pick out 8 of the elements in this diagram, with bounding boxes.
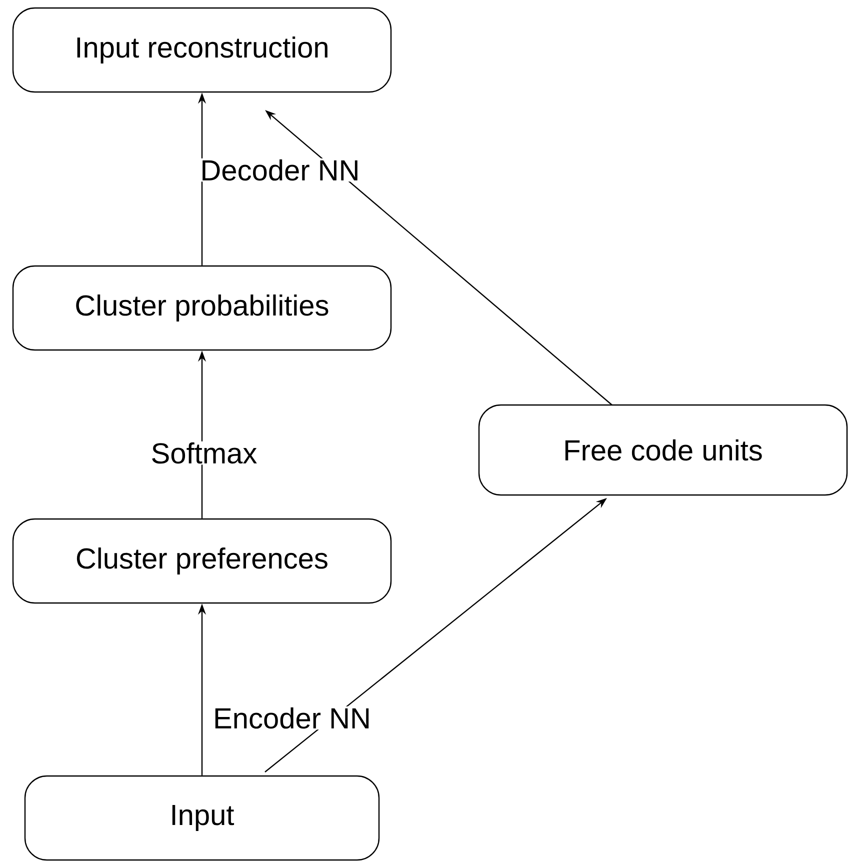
- edge-label: Encoder NN: [212, 706, 372, 730]
- process-box: Cluster preferences: [12, 518, 392, 604]
- process-box: Cluster probabilities: [12, 265, 392, 351]
- process-box: Input reconstruction: [12, 7, 392, 93]
- process-box: Input: [24, 775, 380, 861]
- process-box: Free code units: [478, 404, 848, 496]
- edge-label: Softmax: [150, 441, 258, 465]
- edge-label: Decoder NN: [199, 158, 361, 182]
